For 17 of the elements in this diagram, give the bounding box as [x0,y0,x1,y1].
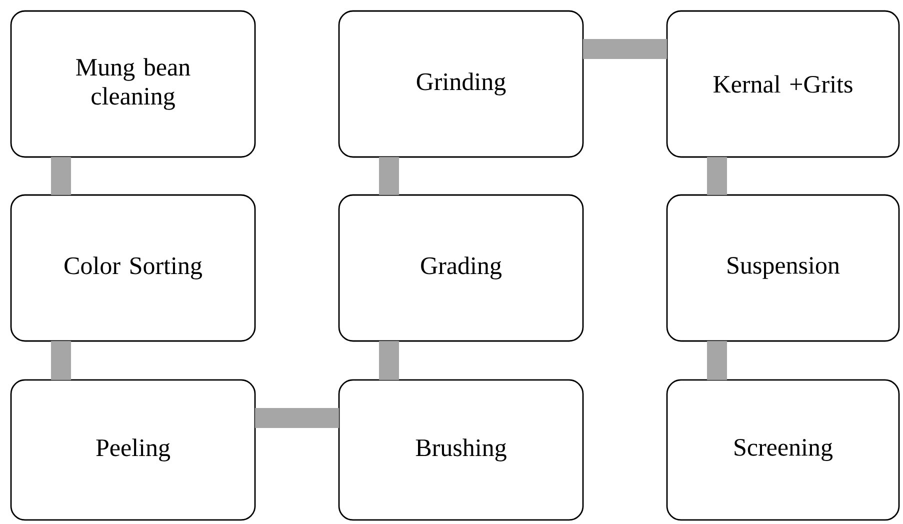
process-box: Peeling [10,379,256,521]
process-box: Color Sorting [10,194,256,342]
connector-bar [707,157,727,195]
connector-bar [379,157,399,195]
process-box: Grinding [338,10,584,158]
connector-bar [51,157,71,195]
process-box: Kernal +Grits [666,10,900,158]
process-box: Screening [666,379,900,521]
connector-bar [379,341,399,380]
connector-bar [51,341,71,380]
connector-bar [255,408,339,428]
connector-bar [707,341,727,380]
process-box: Mung bean cleaning [10,10,256,158]
process-box: Grading [338,194,584,342]
connector-bar [583,39,667,59]
process-box: Brushing [338,379,584,521]
process-box: Suspension [666,194,900,342]
